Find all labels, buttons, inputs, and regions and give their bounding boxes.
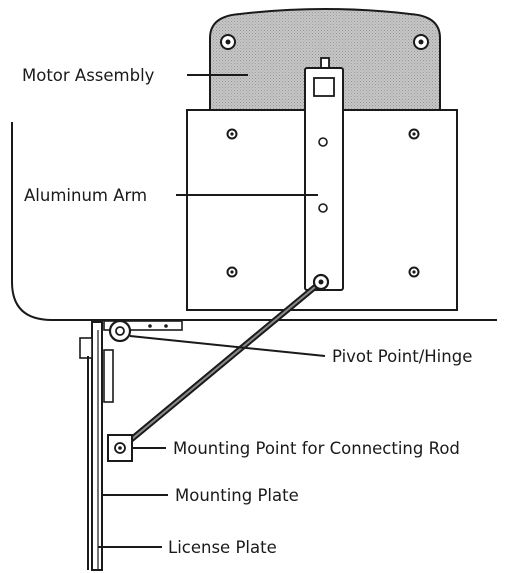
car-body-outline	[11, 122, 497, 321]
panel-screw-top-left	[226, 128, 238, 140]
label-mounting-point: Mounting Point for Connecting Rod	[173, 439, 460, 458]
license-plate	[87, 330, 99, 570]
aluminum-arm	[304, 57, 344, 291]
motor-screw-left	[220, 34, 236, 50]
label-license-plate: License Plate	[168, 538, 277, 557]
panel-screw-top-right	[408, 128, 420, 140]
hinge-bracket	[103, 320, 183, 331]
connecting-rod	[118, 273, 330, 451]
label-mounting-plate: Mounting Plate	[175, 486, 299, 505]
label-aluminum-arm: Aluminum Arm	[24, 186, 147, 205]
panel-screw-bottom-left	[226, 266, 238, 278]
label-motor-assembly: Motor Assembly	[22, 66, 155, 85]
leader-pivot-point	[129, 335, 326, 357]
motor-screw-right	[413, 34, 429, 50]
label-pivot-point: Pivot Point/Hinge	[332, 347, 472, 366]
rod-lower-mount	[107, 434, 133, 462]
pivot-hinge	[108, 319, 132, 343]
panel-screw-bottom-right	[408, 266, 420, 278]
mounting-plate	[79, 321, 114, 571]
